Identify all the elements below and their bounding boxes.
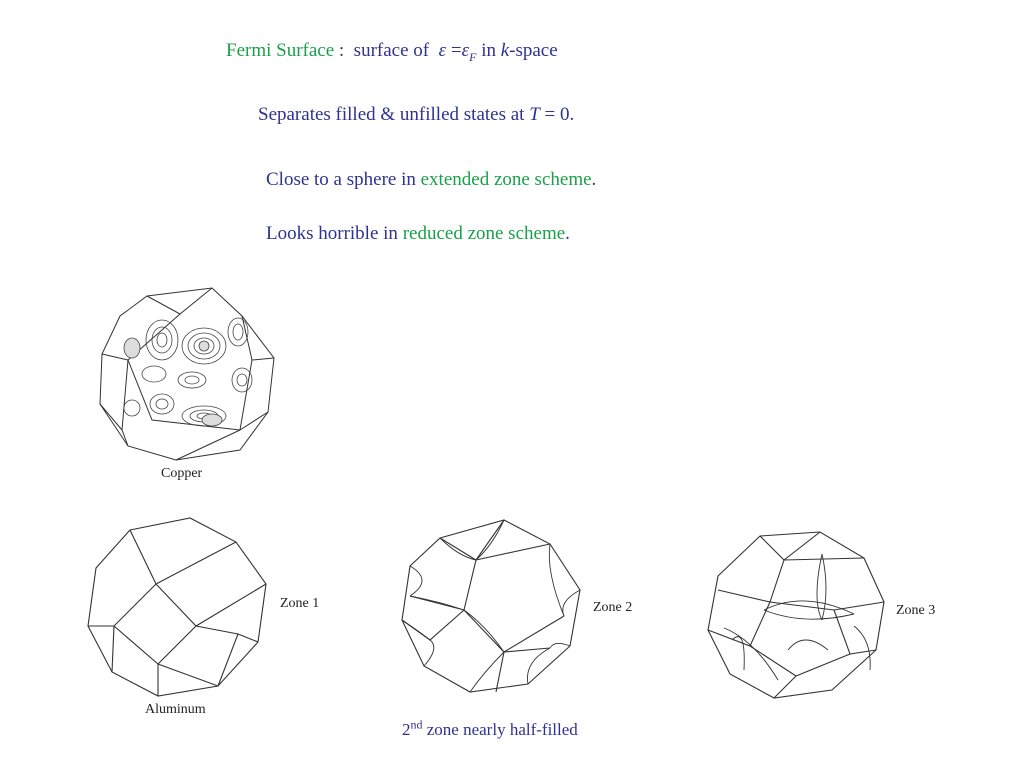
sphere-line: Close to a sphere in extended zone schem…	[266, 169, 596, 191]
aluminum-label: Aluminum	[145, 702, 206, 717]
sphere-prefix: Close to a sphere in	[266, 169, 421, 190]
zone1-label: Zone 1	[280, 596, 320, 611]
epsilon-f-symbol: ε	[461, 40, 470, 61]
caption-text: zone nearly half-filled	[422, 720, 578, 739]
separates-line: Separates filled & unfilled states at T …	[258, 104, 574, 126]
copper-polyhedron-drawing	[99, 287, 275, 461]
equals-sign: =	[446, 40, 462, 61]
zone2-figure	[400, 516, 586, 696]
horrible-suffix: .	[565, 223, 570, 244]
t-symbol: T	[529, 104, 540, 125]
copper-fermi-surface-figure	[92, 280, 278, 466]
zone3-polyhedron-drawing	[707, 531, 885, 699]
bottom-caption: 2nd zone nearly half-filled	[402, 717, 578, 740]
k-symbol: k	[500, 40, 510, 61]
space-text: -space	[509, 40, 558, 61]
reduced-zone-term: reduced zone scheme	[402, 223, 566, 244]
in-text: in	[476, 40, 501, 61]
colon-text: : surface of	[334, 40, 439, 61]
zone3-figure	[704, 530, 890, 702]
separates-prefix: Separates filled & unfilled states at	[258, 104, 530, 125]
zone2-polyhedron-drawing	[401, 519, 581, 693]
title-line: Fermi Surface : surface of ε =εF in k-sp…	[226, 40, 558, 64]
separates-suffix: = 0.	[539, 104, 575, 125]
extended-zone-term: extended zone scheme	[420, 169, 592, 190]
horrible-line: Looks horrible in reduced zone scheme.	[266, 223, 570, 245]
zone3-label: Zone 3	[896, 603, 936, 618]
fermi-surface-term: Fermi Surface	[226, 40, 335, 61]
epsilon-symbol: ε	[438, 40, 447, 61]
caption-number: 2	[402, 720, 411, 739]
caption-superscript: nd	[410, 717, 423, 732]
horrible-prefix: Looks horrible in	[266, 223, 403, 244]
zone2-label: Zone 2	[593, 600, 633, 615]
sphere-suffix: .	[591, 169, 597, 190]
subscript-f: F	[469, 49, 477, 64]
zone1-polyhedron-drawing	[87, 517, 267, 697]
aluminum-zone1-figure	[86, 516, 272, 702]
copper-label: Copper	[161, 466, 203, 481]
